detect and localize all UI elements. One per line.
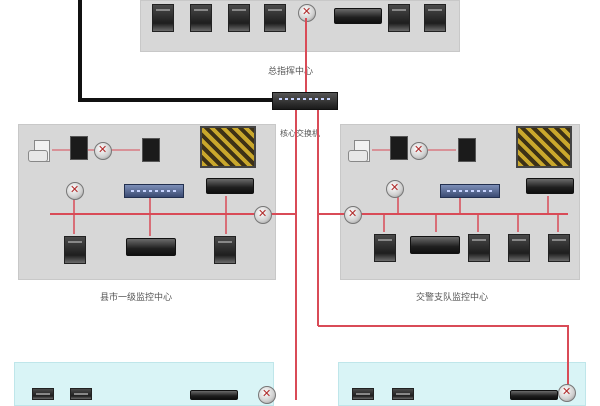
tower-server-icon (264, 4, 286, 32)
tower-server-icon (70, 388, 92, 400)
core-switch-caption: 核心交换机 (280, 129, 320, 138)
core-switch-icon (272, 92, 338, 110)
tower-server-icon (374, 234, 396, 262)
dvr-icon (510, 390, 558, 400)
dvr-icon (206, 178, 254, 194)
video-wall-icon (516, 126, 572, 168)
tower-server-icon (228, 4, 250, 32)
tower-server-icon (388, 4, 410, 32)
router-icon (66, 182, 84, 200)
router-icon (94, 142, 112, 160)
tower-server-icon (190, 4, 212, 32)
camera-icon (348, 150, 368, 162)
tower-server-icon (508, 234, 530, 262)
tower-server-icon (352, 388, 374, 400)
left-center-caption: 县市一级监控中心 (100, 293, 173, 303)
dvr-icon (126, 238, 176, 256)
tower-server-icon (468, 234, 490, 262)
router-icon (410, 142, 428, 160)
dvr-icon (526, 178, 574, 194)
tower-server-icon (548, 234, 570, 262)
router-icon (254, 206, 272, 224)
video-wall-icon (200, 126, 256, 168)
router-icon (558, 384, 576, 402)
dvr-icon (334, 8, 382, 24)
tower-server-icon (392, 388, 414, 400)
router-icon (258, 386, 276, 404)
tower-server-icon (214, 236, 236, 264)
switch-icon (440, 184, 500, 198)
monitor-icon (70, 136, 88, 160)
camera-icon (28, 150, 48, 162)
tower-server-icon (64, 236, 86, 264)
dvr-icon (410, 236, 460, 254)
switch-icon (124, 184, 184, 198)
router-icon (344, 206, 362, 224)
dvr-icon (190, 390, 238, 400)
router-icon (386, 180, 404, 198)
monitor-icon (142, 138, 160, 162)
top-center-caption: 总指挥中心 (268, 67, 314, 77)
tower-server-icon (424, 4, 446, 32)
monitor-icon (390, 136, 408, 160)
monitor-icon (458, 138, 476, 162)
right-center-caption: 交警支队监控中心 (416, 293, 489, 303)
tower-server-icon (152, 4, 174, 32)
tower-server-icon (32, 388, 54, 400)
